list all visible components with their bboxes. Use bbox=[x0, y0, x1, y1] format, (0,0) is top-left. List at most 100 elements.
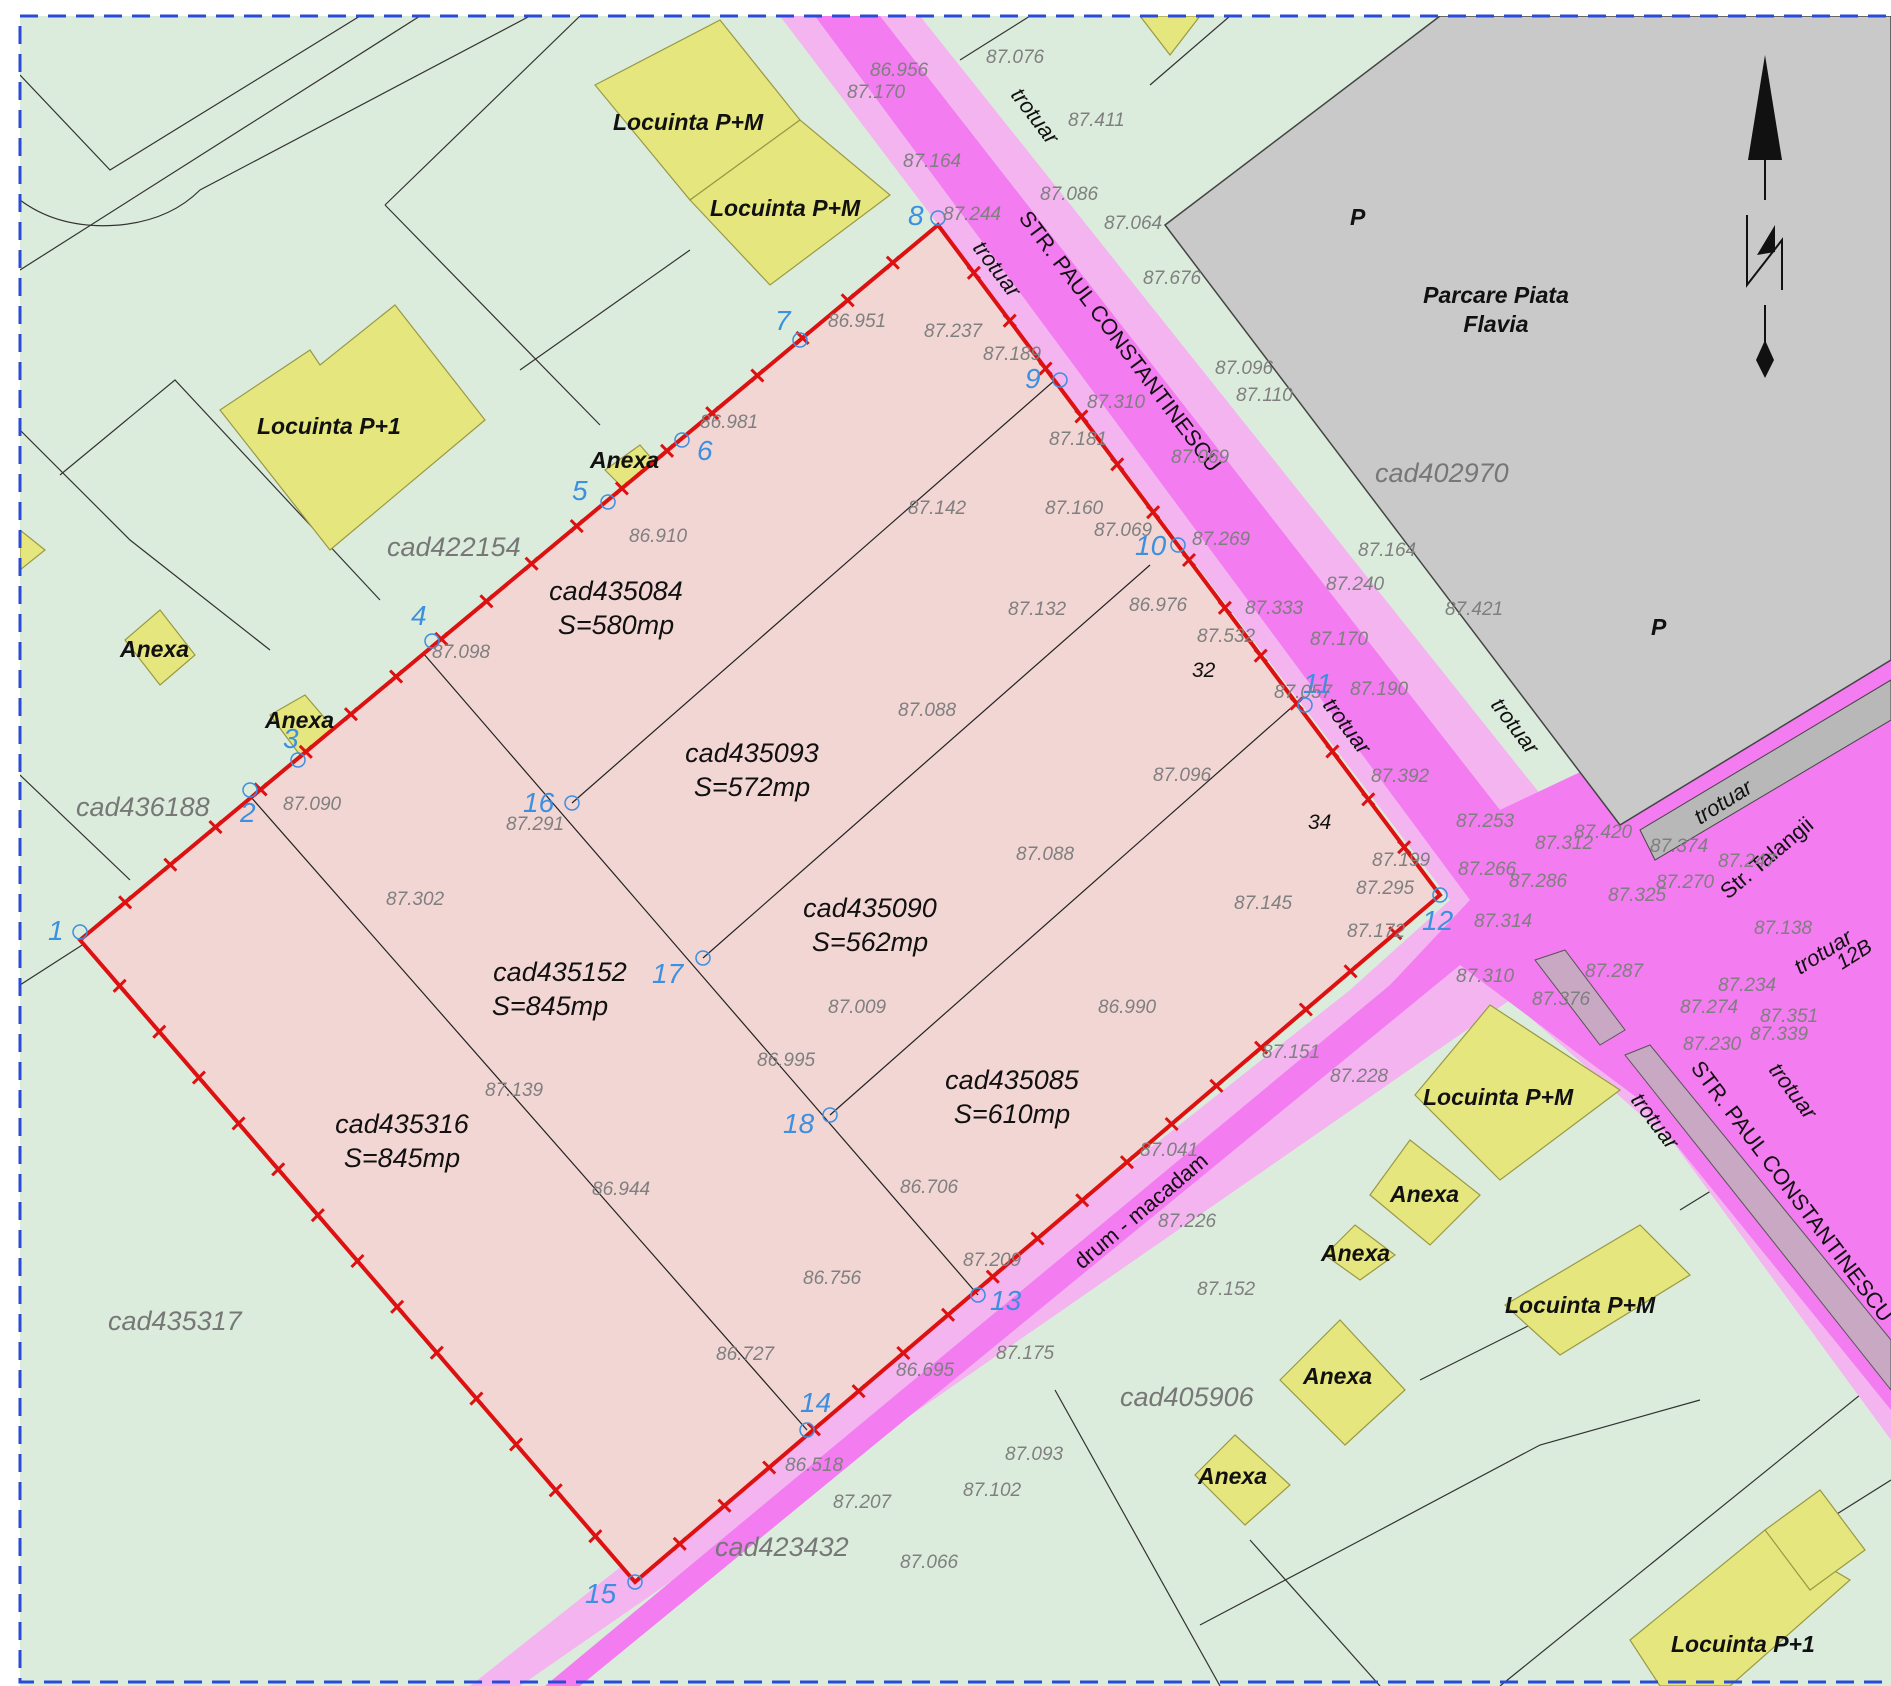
building-anexa-5 bbox=[1324, 1224, 1397, 1281]
building-anexa-4 bbox=[1369, 1139, 1481, 1246]
boundary-tick bbox=[1397, 840, 1412, 855]
boundary-tick bbox=[569, 518, 584, 534]
elevation-value: 87.274 bbox=[1680, 997, 1738, 1018]
elevation-value: 87.096 bbox=[1215, 358, 1274, 379]
elevation-value: 87.102 bbox=[963, 1480, 1022, 1501]
boundary-tick bbox=[717, 1498, 732, 1513]
boundary-tick bbox=[434, 631, 449, 647]
building-label: Locuinta P+M bbox=[1505, 1292, 1656, 1318]
boundary-tick bbox=[1298, 1002, 1313, 1017]
boundary-tick bbox=[1030, 1231, 1045, 1246]
elevation-value: 87.041 bbox=[1140, 1140, 1198, 1161]
boundary-tick-marks bbox=[112, 255, 1412, 1551]
house-number: 32 bbox=[1192, 659, 1216, 682]
elevation-value: 87.244 bbox=[943, 204, 1001, 225]
elevation-value: 87.164 bbox=[1358, 540, 1416, 561]
boundary-tick bbox=[840, 293, 855, 308]
parcel-area: S=580mp bbox=[558, 610, 674, 640]
building-label: Anexa bbox=[119, 636, 189, 662]
point-number: 12 bbox=[1422, 905, 1454, 936]
parcel-id: cad435152 bbox=[493, 957, 627, 987]
elevation-value: 87.339 bbox=[1750, 1024, 1809, 1045]
elevation-value: 87.269 bbox=[1192, 529, 1251, 550]
boundary-tick bbox=[1361, 792, 1376, 807]
elevation-value: 87.152 bbox=[1197, 1279, 1256, 1300]
elevation-value: 86.995 bbox=[757, 1050, 816, 1071]
elevation-value: 87.295 bbox=[1356, 878, 1415, 899]
boundary-tick bbox=[1164, 1116, 1179, 1132]
cadastral-label: cad402970 bbox=[1375, 458, 1509, 488]
parking-symbol: P bbox=[1350, 204, 1366, 230]
point-number: 1 bbox=[48, 915, 64, 946]
elevation-value: 87.287 bbox=[1585, 961, 1645, 982]
parcel-id: cad435085 bbox=[945, 1065, 1080, 1095]
boundary-tick bbox=[271, 1162, 286, 1177]
boundary-tick bbox=[112, 978, 127, 993]
elevation-value: 87.333 bbox=[1245, 598, 1304, 619]
elevation-value: 87.069 bbox=[1094, 520, 1153, 541]
elevation-value: 87.064 bbox=[1104, 213, 1162, 234]
north-arrow bbox=[1746, 55, 1783, 378]
boundary-tick bbox=[1209, 1078, 1224, 1093]
boundary-tick bbox=[750, 368, 765, 383]
elevation-value: 87.175 bbox=[996, 1343, 1055, 1364]
parcel-id: cad435084 bbox=[549, 576, 683, 606]
elevation-value: 86.518 bbox=[785, 1455, 844, 1476]
point-number: 14 bbox=[800, 1387, 831, 1418]
boundary-tick bbox=[208, 820, 223, 835]
boundary-tick bbox=[1217, 600, 1232, 615]
elevation-value: 87.240 bbox=[1326, 574, 1385, 595]
elevation-value: 87.098 bbox=[432, 642, 491, 663]
boundary-tick bbox=[614, 481, 629, 496]
road-area bbox=[545, 16, 1891, 1686]
elevation-value: 86.956 bbox=[870, 60, 929, 81]
boundary-tick bbox=[672, 1536, 687, 1551]
point-number: 17 bbox=[652, 958, 685, 989]
parcel-id: cad435093 bbox=[685, 738, 819, 768]
cadastral-label: cad422154 bbox=[387, 532, 521, 562]
elevation-value: 87.088 bbox=[1016, 844, 1075, 865]
elevation-value: 87.164 bbox=[903, 151, 961, 172]
point-number: 10 bbox=[1135, 530, 1167, 561]
building-anexa-6 bbox=[1279, 1319, 1406, 1446]
point-number: 18 bbox=[783, 1108, 815, 1139]
elevation-value: 87.110 bbox=[1236, 385, 1293, 406]
parking-lot bbox=[1163, 16, 1891, 826]
elevation-value: 87.076 bbox=[986, 47, 1045, 68]
boundary-tick bbox=[1119, 1155, 1135, 1170]
boundary-tick bbox=[1002, 313, 1017, 328]
elevation-value: 87.325 bbox=[1608, 885, 1667, 906]
elevation-value: 87.057 bbox=[1274, 682, 1334, 703]
elevation-value: 87.209 bbox=[963, 1250, 1022, 1271]
boundary-tick bbox=[343, 707, 359, 722]
cadastral-label: cad423432 bbox=[715, 1532, 849, 1562]
elevation-value: 87.170 bbox=[847, 82, 906, 103]
boundary-tick bbox=[231, 1116, 246, 1131]
cadastral-label: cad435317 bbox=[108, 1306, 243, 1336]
boundary-tick bbox=[469, 1391, 484, 1406]
elevation-value: 87.411 bbox=[1068, 110, 1125, 131]
elevation-value: 87.230 bbox=[1683, 1034, 1742, 1055]
boundary-tick bbox=[940, 1307, 956, 1322]
elevation-value: 87.286 bbox=[1509, 871, 1568, 892]
boundary-tick bbox=[118, 895, 133, 910]
building-label: Anexa bbox=[264, 707, 334, 733]
parcel-division-lines bbox=[249, 379, 1301, 1431]
elevation-value: 87.066 bbox=[900, 1552, 959, 1573]
building-labels: Locuinta P+M Locuinta P+M Locuinta P+1 A… bbox=[119, 109, 1815, 1657]
boundary-tick bbox=[548, 1483, 563, 1498]
elevation-value: 87.145 bbox=[1234, 893, 1293, 914]
boundary-tick bbox=[191, 1070, 206, 1085]
elevation-value: 87.172 bbox=[1347, 921, 1406, 942]
elevation-value: 87.532 bbox=[1197, 626, 1256, 647]
boundary-tick bbox=[588, 1529, 603, 1544]
building-locuinta-pm-2 bbox=[689, 119, 891, 286]
elevation-value: 87.310 bbox=[1087, 392, 1146, 413]
elevation-value: 87.228 bbox=[1330, 1066, 1389, 1087]
boundary-tick bbox=[390, 1299, 405, 1314]
building-top bbox=[1139, 16, 1201, 56]
parcel-area: S=572mp bbox=[694, 772, 810, 802]
elevation-value: 87.237 bbox=[924, 321, 984, 342]
elevation-value: 87.139 bbox=[485, 1080, 544, 1101]
cadastral-label: cad405906 bbox=[1120, 1382, 1255, 1412]
